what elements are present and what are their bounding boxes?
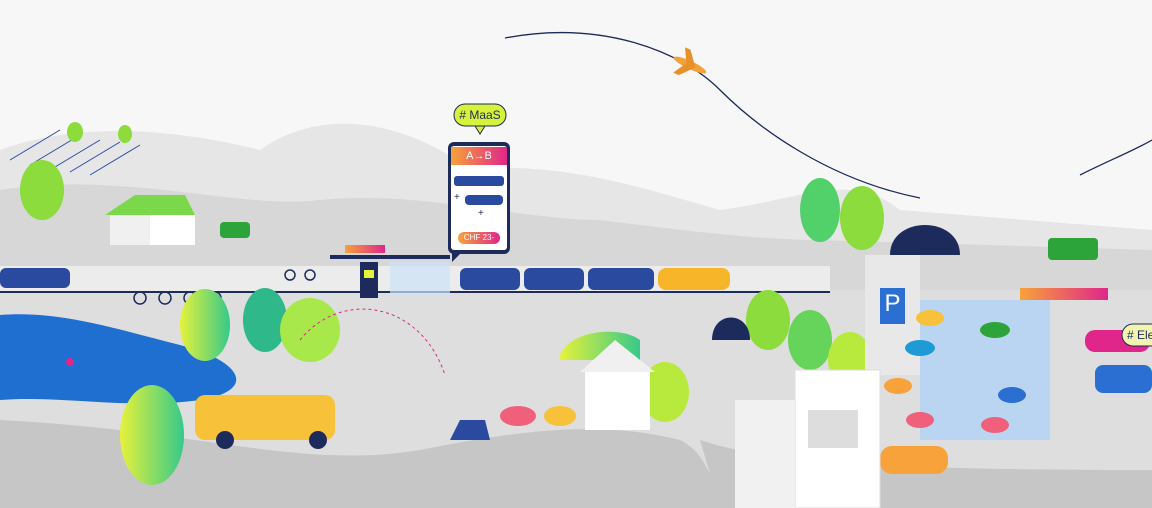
car-yellow <box>544 406 576 426</box>
phone-route-label: A→B <box>466 150 492 162</box>
tunnel <box>712 225 960 340</box>
flight-path-right <box>1079 139 1152 176</box>
bus <box>195 395 335 449</box>
parking-sign-label: P <box>884 290 901 317</box>
station-right-sign <box>1020 288 1108 300</box>
parking-sign <box>880 288 905 324</box>
ball-arc <box>299 308 446 376</box>
train-left <box>0 268 70 288</box>
lake <box>0 314 237 404</box>
electric-bubble-label: # Ele <box>1127 328 1152 342</box>
farmhouse <box>105 195 195 245</box>
tractor <box>220 222 250 238</box>
phone-plus-2: + <box>478 208 484 219</box>
phone-price-label: CHF 23- <box>463 233 495 242</box>
phone-plus-1: + <box>454 192 460 203</box>
maas-phone <box>448 142 510 262</box>
airplane-icon <box>673 47 707 76</box>
swimmer <box>66 358 74 366</box>
scooter-rider <box>450 420 490 440</box>
van-green <box>1048 238 1098 260</box>
house <box>580 340 655 430</box>
bus-blue <box>1095 365 1152 393</box>
station-shelter <box>330 245 450 298</box>
car-orange <box>880 446 948 474</box>
apartment-building <box>735 369 881 508</box>
road-main <box>0 420 760 508</box>
train-main <box>460 268 730 290</box>
maas-bubble <box>453 103 507 135</box>
electric-bubble <box>1121 323 1152 347</box>
maas-bubble-label: # MaaS <box>459 108 501 122</box>
flight-path <box>504 32 921 199</box>
car-pink <box>500 406 536 426</box>
